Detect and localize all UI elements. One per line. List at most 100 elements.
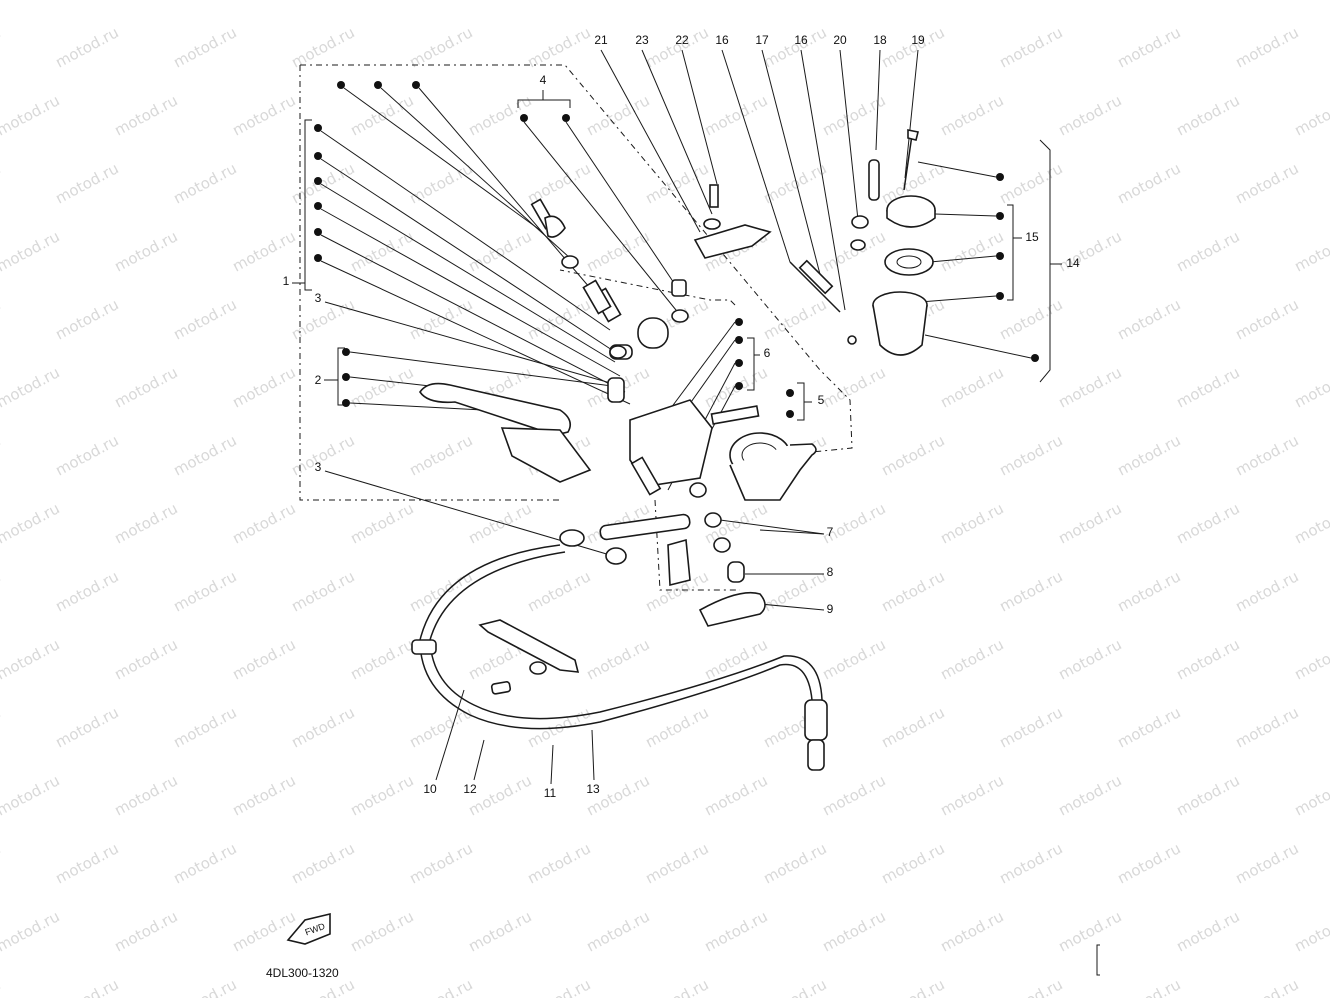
callout-3b: 3 <box>315 460 322 474</box>
watermark-text: motod.ru <box>1232 295 1301 343</box>
leader-line <box>320 158 613 351</box>
watermark-text: motod.ru <box>1055 635 1124 683</box>
watermark-text: motod.ru <box>406 975 475 998</box>
watermark-text: motod.ru <box>52 23 121 71</box>
watermark-text: motod.ru <box>524 975 593 998</box>
diagram-code: 4DL300-1320 <box>266 966 339 980</box>
watermark-text: motod.ru <box>996 295 1065 343</box>
watermark-text: motod.ru <box>52 975 121 998</box>
watermark-text: motod.ru <box>878 23 947 71</box>
watermark-text: motod.ru <box>0 227 63 275</box>
callout-12: 12 <box>463 782 477 796</box>
bracket-clamp <box>693 184 772 259</box>
watermark-text: motod.ru <box>642 159 711 207</box>
group-14-15-bullets <box>917 139 1062 383</box>
watermark-text: motod.ru <box>288 431 357 479</box>
watermark-text: motod.ru <box>52 295 121 343</box>
watermark-text: motod.ru <box>937 363 1006 411</box>
watermark-text: motod.ru <box>1114 431 1183 479</box>
watermark-text: motod.ru <box>1232 23 1301 71</box>
watermark-text: motod.ru <box>0 703 4 751</box>
watermark-text: motod.ru <box>1055 0 1124 4</box>
leader-lines <box>324 49 919 785</box>
bullet-dot <box>314 152 322 160</box>
grommet <box>850 159 880 251</box>
piston-kit <box>530 198 689 359</box>
callout-8: 8 <box>827 565 834 579</box>
watermark-text: motod.ru <box>1114 567 1183 615</box>
watermark-text: motod.ru <box>937 91 1006 139</box>
watermark-text: motod.ru <box>170 159 239 207</box>
watermark-text: motod.ru <box>170 839 239 887</box>
callout-9: 9 <box>827 602 834 616</box>
leader-line <box>418 87 591 289</box>
watermark-text: motod.ru <box>996 431 1065 479</box>
callout-10: 10 <box>423 782 437 796</box>
watermark-text: motod.ru <box>1114 23 1183 71</box>
watermark-text: motod.ru <box>819 771 888 819</box>
watermark-text: motod.ru <box>0 159 4 207</box>
brake-hose <box>411 544 828 771</box>
leader-line <box>320 260 631 405</box>
bullet-dot <box>314 254 322 262</box>
leader-line <box>343 87 541 231</box>
watermark-text: motod.ru <box>0 839 4 887</box>
watermark-text: motod.ru <box>701 0 770 4</box>
watermark-text: motod.ru <box>878 431 947 479</box>
watermark-text: motod.ru <box>937 0 1006 4</box>
watermark-text: motod.ru <box>642 23 711 71</box>
watermark-text: motod.ru <box>701 635 770 683</box>
watermark-text: motod.ru <box>52 567 121 615</box>
watermark-text: motod.ru <box>465 0 534 4</box>
watermark-text: motod.ru <box>111 635 180 683</box>
watermark-text: motod.ru <box>819 499 888 547</box>
watermark-text: motod.ru <box>347 635 416 683</box>
watermark-text: motod.ru <box>170 23 239 71</box>
watermark-text: motod.ru <box>1055 91 1124 139</box>
brake-lever <box>419 382 592 483</box>
watermark-text: motod.ru <box>996 23 1065 71</box>
callout-15: 15 <box>1025 230 1039 244</box>
callout-7: 7 <box>827 525 834 539</box>
watermark-text: motod.ru <box>229 635 298 683</box>
watermark-text: motod.ru <box>524 295 593 343</box>
leader-line <box>320 234 626 393</box>
watermark-text: motod.ru <box>701 91 770 139</box>
watermark-text: motod.ru <box>937 227 1006 275</box>
watermark-text: motod.ru <box>52 431 121 479</box>
callouts-top: 21 23 22 16 17 16 20 18 19 <box>594 33 925 47</box>
watermark-text: motod.ru <box>0 907 63 955</box>
watermark-text: motod.ru <box>111 227 180 275</box>
watermark-text: motod.ru <box>288 295 357 343</box>
callout-20: 20 <box>833 33 847 47</box>
watermark-text: motod.ru <box>0 635 63 683</box>
leader-line <box>380 87 571 259</box>
watermark-text: motod.ru <box>1232 159 1301 207</box>
watermark-text: motod.ru <box>0 91 63 139</box>
watermark-text: motod.ru <box>406 567 475 615</box>
group-2-bracket <box>324 347 613 415</box>
callout-1: 1 <box>283 274 290 288</box>
watermark-text: motod.ru <box>1055 907 1124 955</box>
watermark-text: motod.ru <box>347 499 416 547</box>
watermark-text: motod.ru <box>406 839 475 887</box>
group-1-bullets <box>292 81 631 405</box>
push-rod <box>789 259 857 345</box>
watermark-text: motod.ru <box>583 907 652 955</box>
watermark-text: motod.ru <box>1291 91 1330 139</box>
callout-23: 23 <box>635 33 649 47</box>
diaphragm <box>884 248 934 276</box>
callouts-mid: 4 6 5 7 8 9 14 15 <box>540 73 1080 616</box>
callout-2: 2 <box>315 373 322 387</box>
leader-line <box>320 130 611 331</box>
watermark-text: motod.ru <box>760 159 829 207</box>
watermark-text: motod.ru <box>0 23 4 71</box>
reservoir-cap <box>886 195 936 228</box>
fwd-arrow: FWD <box>286 912 331 945</box>
watermark-text: motod.ru <box>878 975 947 998</box>
watermark-text: motod.ru <box>1232 431 1301 479</box>
watermark-text: motod.ru <box>642 975 711 998</box>
watermark-text: motod.ru <box>1291 635 1330 683</box>
cap-screw <box>903 129 919 191</box>
